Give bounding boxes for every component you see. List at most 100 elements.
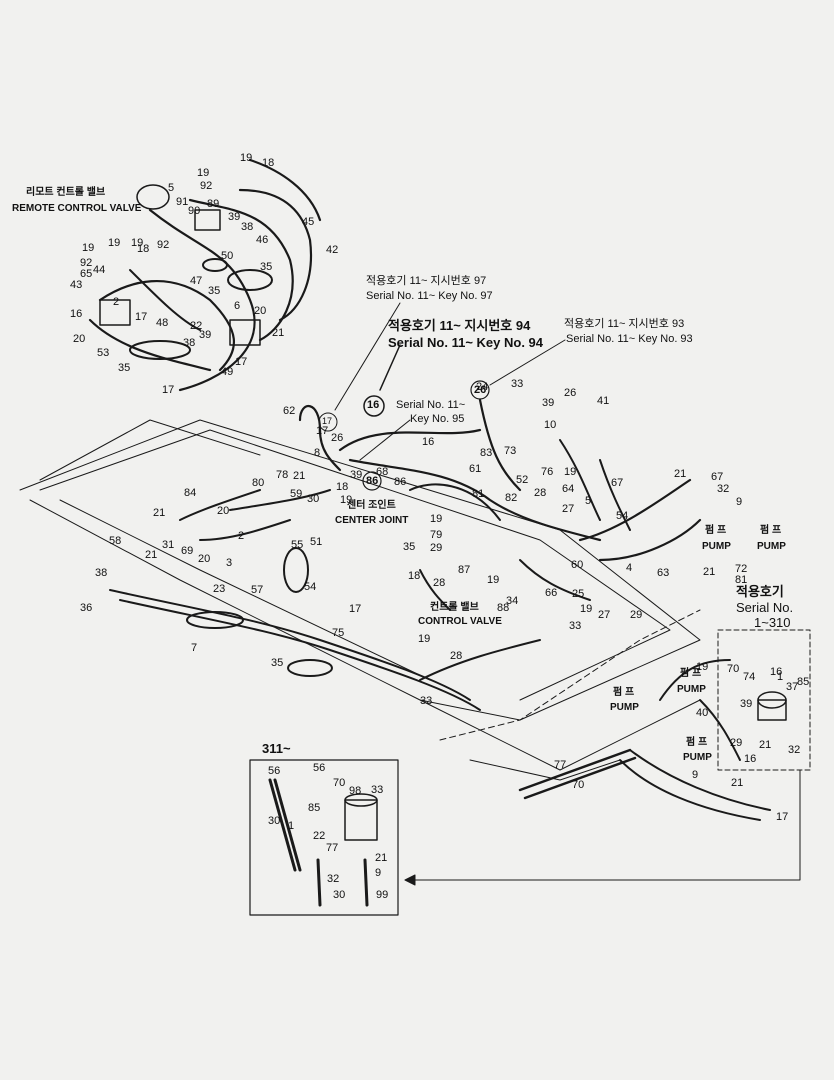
- part-number: 18: [262, 157, 275, 169]
- hose: [148, 208, 256, 392]
- part-number: 35: [208, 285, 221, 297]
- serial94-label-ko: 적용호기 11~ 지시번호 94: [388, 318, 531, 333]
- part-number: 57: [251, 584, 264, 596]
- part-number: 21: [731, 777, 744, 789]
- part-number: 35: [403, 541, 416, 553]
- part-number: 64: [562, 483, 575, 495]
- part-number: 4: [626, 562, 633, 574]
- serial310-label-ko: 적용호기: [736, 584, 784, 599]
- part-number: 21: [703, 566, 716, 578]
- hose: [179, 489, 261, 521]
- part-number: 1: [777, 671, 784, 683]
- inset-box: [249, 759, 399, 916]
- part-number: 17: [316, 425, 329, 437]
- part-number: 9: [375, 867, 382, 879]
- part-number: 1: [288, 820, 295, 832]
- hose: [598, 518, 702, 562]
- part-number: 85: [797, 676, 810, 688]
- part-number: 2: [238, 530, 245, 542]
- pipe: [109, 589, 471, 701]
- part-number: 77: [326, 842, 339, 854]
- part-number: 63: [657, 567, 670, 579]
- part-number: 39: [350, 469, 363, 481]
- part-number: 19: [240, 152, 253, 164]
- part-number: 16: [70, 308, 83, 320]
- leader-line: [334, 302, 401, 411]
- circled-number: 17: [322, 416, 333, 426]
- part-number: 22: [190, 320, 203, 332]
- part-number: 35: [118, 362, 131, 374]
- inset-hose: [273, 778, 302, 872]
- pump-label-ko: 펌 프: [686, 737, 708, 748]
- valve-block: [194, 209, 221, 231]
- part-number: 19: [487, 574, 500, 586]
- remote-valve-label-en: REMOTE CONTROL VALVE: [12, 203, 142, 214]
- part-number: 38: [183, 337, 196, 349]
- part-number: 30: [268, 815, 281, 827]
- part-number: 53: [97, 347, 110, 359]
- serial93-label-ko: 적용호기 11~ 지시번호 93: [564, 318, 685, 330]
- inset-title: 311~: [262, 741, 291, 756]
- part-number: 38: [95, 567, 108, 579]
- part-number: 68: [376, 466, 389, 478]
- pump-label-en: PUMP: [757, 541, 786, 552]
- frame-track: [439, 609, 701, 741]
- serial310-range: 1~310: [754, 615, 791, 630]
- pipe: [523, 756, 637, 800]
- pump-filter-body: [757, 699, 787, 721]
- part-number: 18: [408, 570, 421, 582]
- part-number: 10: [544, 419, 557, 431]
- part-number: 90: [188, 205, 201, 217]
- part-number: 44: [93, 264, 106, 276]
- inset-arrow-head: [404, 874, 416, 886]
- hose-loop: [283, 547, 309, 593]
- circled-number: 26: [474, 384, 487, 396]
- part-number: 39: [228, 211, 241, 223]
- part-number: 74: [743, 671, 756, 683]
- part-number: 26: [331, 432, 344, 444]
- part-number: 46: [256, 234, 269, 246]
- serial94-label-en: Serial No. 11~ Key No. 94: [388, 335, 543, 350]
- part-number: 17: [349, 603, 362, 615]
- part-number: 19: [418, 633, 431, 645]
- hose: [129, 269, 201, 331]
- frame-outline-lower: [29, 499, 701, 771]
- part-number: 92: [157, 239, 170, 251]
- part-number: 77: [554, 759, 567, 771]
- pipe: [619, 759, 761, 821]
- part-number: 56: [268, 765, 281, 777]
- control-valve-label-ko: 컨트롤 밸브: [430, 602, 479, 613]
- part-number: 85: [308, 802, 321, 814]
- part-number: 21: [293, 470, 306, 482]
- part-number: 17: [776, 811, 789, 823]
- part-number: 87: [458, 564, 471, 576]
- pump-label-ko: 펌 프: [760, 525, 782, 536]
- circled-number: 16: [367, 399, 380, 411]
- part-number: 23: [213, 583, 226, 595]
- part-number: 58: [109, 535, 122, 547]
- hose: [519, 559, 591, 601]
- part-number: 42: [326, 244, 339, 256]
- center-joint-label-ko: 센터 조인트: [347, 500, 396, 511]
- part-number: 61: [469, 463, 482, 475]
- part-number: 8: [314, 447, 321, 459]
- leader-line: [379, 344, 401, 391]
- part-number: 98: [349, 785, 362, 797]
- part-number: 35: [271, 657, 284, 669]
- part-number: 30: [333, 889, 346, 901]
- part-number: 27: [598, 609, 611, 621]
- serial95-label-b: Key No. 95: [410, 413, 465, 425]
- pipe: [119, 599, 481, 711]
- part-number: 26: [564, 387, 577, 399]
- part-number: 7: [191, 642, 198, 654]
- part-number: 34: [506, 595, 519, 607]
- part-number: 84: [184, 487, 197, 499]
- part-number: 33: [511, 378, 524, 390]
- part-number: 19: [580, 603, 593, 615]
- part-number: 33: [569, 620, 582, 632]
- valve-block: [229, 319, 261, 346]
- part-number: 17: [235, 356, 248, 368]
- part-number: 17: [162, 384, 175, 396]
- remote-valve-label-ko: 리모트 컨트롤 밸브: [26, 187, 106, 198]
- part-number: 48: [156, 317, 169, 329]
